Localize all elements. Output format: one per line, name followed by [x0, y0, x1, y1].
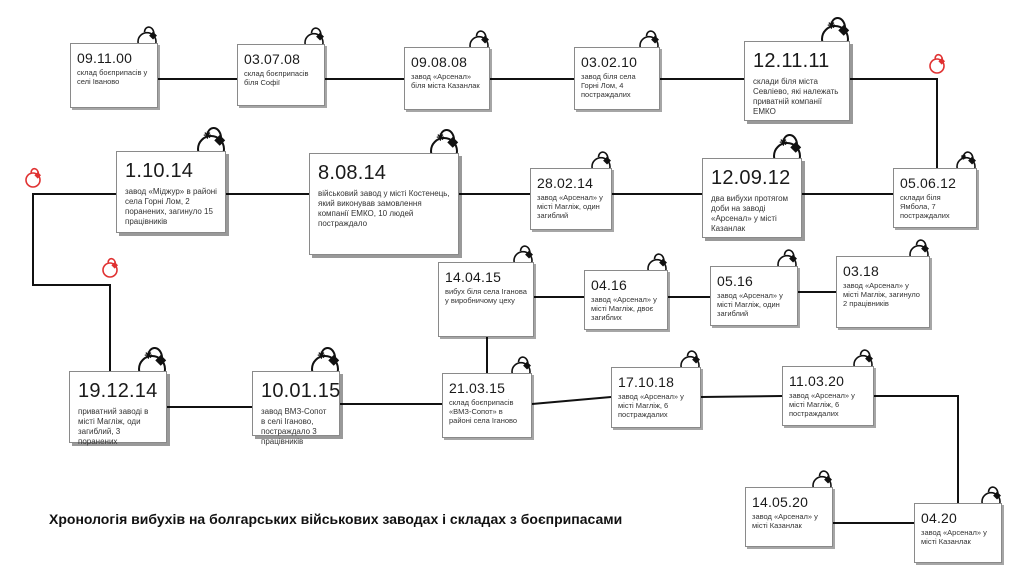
bomb-icon: [304, 27, 324, 53]
event-date: 05.16: [717, 273, 754, 289]
event-description: завод «Арсенал» біля міста Казанлак: [411, 72, 480, 90]
event-date: 11.03.20: [789, 373, 845, 389]
event-date: 03.02.10: [581, 54, 638, 70]
connector-line: [531, 396, 612, 405]
event-date: 03.18: [843, 263, 880, 279]
event-description: військовий завод у місті Костенець, який…: [318, 189, 450, 228]
bomb-icon: [956, 151, 976, 177]
bomb-icon: [647, 253, 667, 279]
event-box: 09.08.08 завод «Арсенал» біля міста Казан…: [404, 47, 490, 110]
connector-line: [700, 395, 783, 398]
event-description: два вибухи протягом доби на заводі «Арсе…: [711, 194, 789, 233]
event-date: 1.10.14: [125, 160, 194, 182]
event-date: 10.01.15: [261, 380, 341, 402]
red-bomb-icon: [102, 257, 119, 278]
event-date: 05.06.12: [900, 175, 957, 191]
event-description: склад боєприпасів біля Софії: [244, 69, 309, 87]
event-date: 8.08.14: [318, 162, 387, 184]
event-box: 05.16 завод «Арсенал» у місті Магліж, оди…: [710, 266, 798, 326]
event-date: 28.02.14: [537, 175, 594, 191]
bomb-icon: [138, 347, 167, 384]
event-box: 05.06.12 склади біля Ямбола, 7 постраждал…: [893, 168, 977, 228]
event-box: 03.02.10 завод біля села Горні Лом, 4 пос…: [574, 47, 660, 110]
event-box: 14.04.15 вибух біля села Іганова у виробн…: [438, 262, 534, 337]
event-date: 14.05.20: [752, 494, 809, 510]
event-description: завод «Арсенал» у місті Магліж, один заг…: [717, 291, 783, 318]
event-description: завод ВМЗ-Сопот в селі Іганово, постражд…: [261, 407, 327, 446]
event-description: завод «Арсенал» у місті Магліж, 6 постра…: [618, 392, 684, 419]
event-box: 28.02.14 завод «Арсенал» у місті Магліж, …: [530, 168, 612, 230]
bomb-icon: [853, 349, 873, 375]
event-box: 09.11.00 склад боєприпасів у селі Іваново: [70, 43, 158, 108]
bomb-icon: [812, 470, 832, 496]
event-box: 17.10.18 завод «Арсенал» у місті Магліж, …: [611, 367, 701, 428]
event-box: 1.10.14 завод «Міджур» в районі села Горн…: [116, 151, 226, 233]
event-description: завод «Арсенал» у місті Магліж, двоє заг…: [591, 295, 657, 322]
event-date: 09.11.00: [77, 50, 133, 66]
red-bomb-icon: [25, 167, 42, 188]
event-date: 03.07.08: [244, 51, 301, 67]
event-box: 04.16 завод «Арсенал» у місті Магліж, дво…: [584, 270, 668, 330]
event-box: 12.11.11 склади біля міста Севліево, які …: [744, 41, 850, 121]
event-description: склади біля Ямбола, 7 постраждалих: [900, 193, 950, 220]
connector-line: [850, 78, 938, 168]
event-box: 11.03.20 завод «Арсенал» у місті Магліж, …: [782, 366, 874, 426]
event-box: 21.03.15 склад боєприпасів «ВМЗ-Сопот» в …: [442, 373, 532, 438]
event-description: приватний заводі в місті Магліж, оди заг…: [78, 407, 149, 446]
event-description: склади біля міста Севліево, які належать…: [753, 77, 839, 116]
event-description: склад боєприпасів у селі Іваново: [77, 68, 148, 86]
event-box: 03.18 завод «Арсенал» у місті Магліж, заг…: [836, 256, 930, 328]
event-date: 09.08.08: [411, 54, 468, 70]
event-date: 12.11.11: [753, 50, 830, 72]
event-date: 17.10.18: [618, 374, 675, 390]
event-box: 8.08.14 військовий завод у місті Костенец…: [309, 153, 459, 255]
red-bomb-icon: [929, 53, 946, 74]
event-description: склад боєприпасів «ВМЗ-Сопот» в районі с…: [449, 398, 518, 425]
event-date: 12.09.12: [711, 167, 791, 189]
event-box: 10.01.15 завод ВМЗ-Сопот в селі Іганово, …: [252, 371, 341, 446]
event-date: 21.03.15: [449, 380, 506, 396]
event-description: завод «Арсенал» у місті Казанлак: [752, 512, 818, 530]
event-description: завод «Міджур» в районі села Горні Лом, …: [125, 187, 217, 226]
event-description: завод «Арсенал» у місті Магліж, один заг…: [537, 193, 603, 220]
event-date: 04.20: [921, 510, 958, 526]
event-description: завод біля села Горні Лом, 4 постраждали…: [581, 72, 636, 99]
event-box: 14.05.20 завод «Арсенал» у місті Казанлак: [745, 487, 833, 547]
event-date: 14.04.15: [445, 269, 502, 285]
connector-line: [32, 193, 116, 371]
bomb-icon: [639, 30, 659, 56]
connector-line: [874, 395, 959, 503]
event-description: завод «Арсенал» у місті Казанлак: [921, 528, 987, 546]
event-box: 12.09.12 два вибухи протягом доби на заво…: [702, 158, 802, 238]
event-description: завод «Арсенал» у місті Магліж, 6 постра…: [789, 391, 855, 418]
event-box: 04.20 завод «Арсенал» у місті Казанлак: [914, 503, 1002, 563]
event-box: 19.12.14 приватний заводі в місті Магліж,…: [69, 371, 167, 446]
bomb-icon: [821, 17, 850, 54]
event-box: 03.07.08 склад боєприпасів біля Софії: [237, 44, 325, 106]
event-description: вибух біля села Іганова у виробничому це…: [445, 287, 527, 305]
event-date: 04.16: [591, 277, 628, 293]
event-description: завод «Арсенал» у місті Магліж, загинуло…: [843, 281, 920, 308]
event-date: 19.12.14: [78, 380, 158, 402]
diagram-title: Хронологія вибухів на болгарських військ…: [49, 511, 623, 527]
